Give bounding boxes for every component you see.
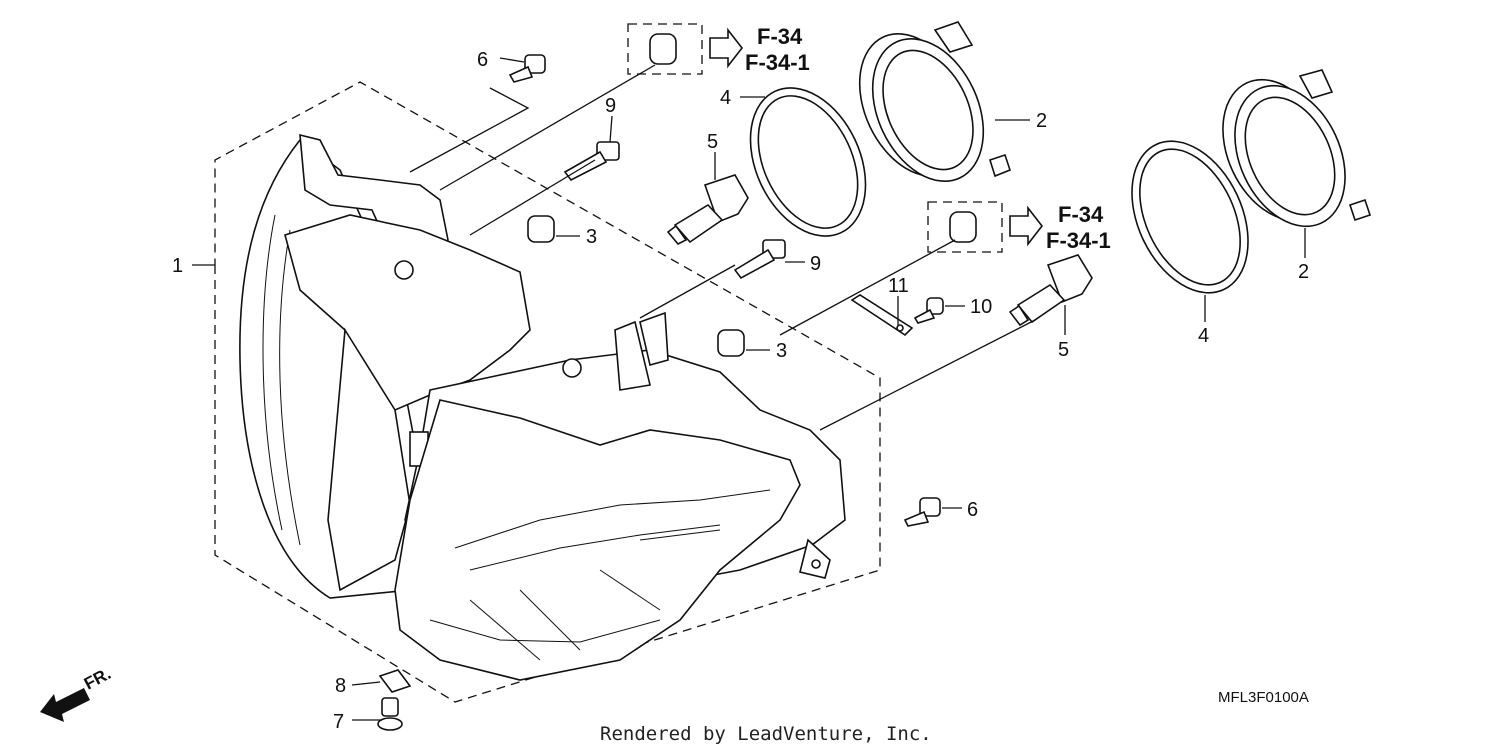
arrow-right-outline-icon [1009,205,1044,247]
clip-nut-8 [378,669,412,693]
callout-8: 8 [335,675,346,697]
leader-lines [192,57,1306,721]
bolt-9-upper [563,141,620,182]
reference-upper-f34-1: F-34-1 [745,50,810,75]
screw-6-lower [903,497,941,527]
callout-1: 1 [172,255,183,277]
callout-6-upper: 6 [477,49,488,71]
diagram-code: MFL3F0100A [1218,689,1309,706]
bulb-lower [1008,254,1093,327]
grommet-reference-lower [927,201,1003,253]
bolt-9-lower [733,239,786,280]
bolt-7 [377,697,403,731]
bulb-cover-upper [858,21,1011,182]
callout-10: 10 [970,296,992,318]
callout-4-lower: 4 [1198,325,1209,347]
callout-3-upper: 3 [586,226,597,248]
reference-lower-f34-1: F-34-1 [1046,228,1111,253]
reference-lower-f34: F-34 [1058,202,1104,227]
callout-7: 7 [333,711,344,733]
callout-9-upper: 9 [605,95,616,117]
callout-5-lower: 5 [1058,339,1069,361]
callout-6-lower: 6 [967,499,978,521]
assembly-boundary [214,81,881,703]
arrow-right-outline-icon [709,27,744,69]
bulb-cover-lower [1222,69,1372,228]
callout-4-upper: 4 [720,87,731,109]
callout-2-upper: 2 [1036,110,1047,132]
front-direction-arrow-icon [40,688,90,722]
callout-3-lower: 3 [776,340,787,362]
bulb-upper [666,174,749,245]
front-indicator-label: FR. [81,664,114,694]
credit-text: Rendered by LeadVenture, Inc. [600,723,932,745]
reference-upper-f34: F-34 [757,24,803,49]
seal-ring-lower [1131,140,1249,294]
grommet-lower [717,329,745,357]
screw-6-upper [508,54,546,83]
grommet-upper [527,215,555,243]
screw-10 [913,297,944,324]
seal-ring-upper [749,87,867,237]
callout-9-lower: 9 [810,253,821,275]
clip-11 [850,294,914,337]
callout-11: 11 [888,275,909,297]
headlight-housing-assembly [239,133,846,681]
callout-5-upper: 5 [707,131,718,153]
callout-2-lower: 2 [1298,261,1309,283]
grommet-reference-upper [627,23,703,75]
